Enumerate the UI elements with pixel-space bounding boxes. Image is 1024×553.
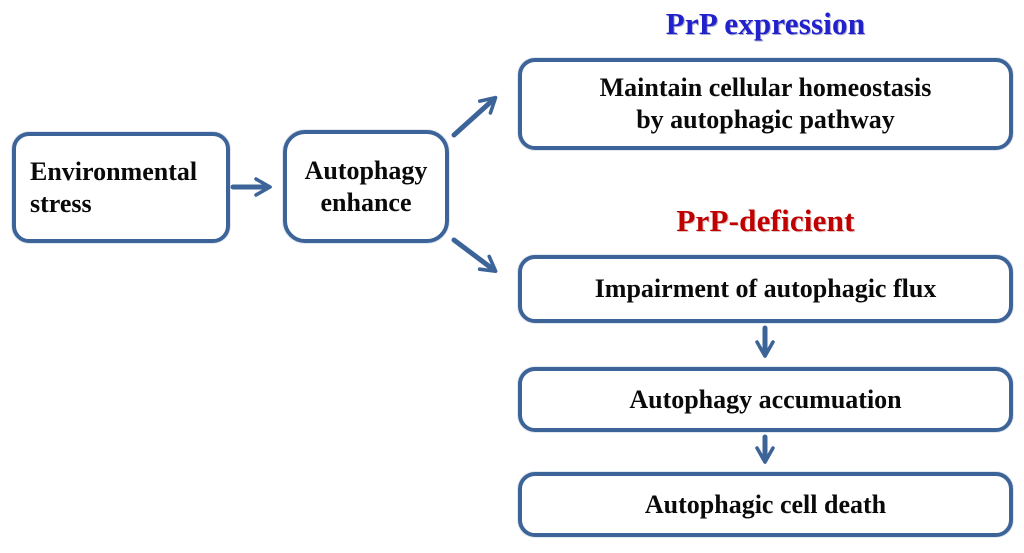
node-label-line: stress [30,188,92,218]
node-maintain-homeostasis: Maintain cellular homeostasis by autopha… [518,58,1013,150]
node-label-line: Maintain cellular homeostasis [599,73,932,103]
node-environmental-stress: Environmental stress [12,132,230,243]
node-label-line: enhance [320,187,412,217]
heading-prp-expression: PrP expression [665,6,866,41]
node-impairment-flux: Impairment of autophagic flux [518,255,1013,323]
node-label: Impairment of autophagic flux [594,274,937,304]
node-autophagic-cell-death: Autophagic cell death [518,472,1013,537]
heading-prp-deficient: PrP-deficient [676,203,855,238]
arrow-enhance-to-maintain [451,95,498,138]
node-label-line: Autophagy [304,155,428,185]
node-autophagy-enhance: Autophagy enhance [283,130,449,243]
arrow-enhance-to-impairment [451,237,498,274]
node-label-line: by autophagic pathway [636,105,895,134]
node-label-line: Environmental [30,156,198,186]
node-autophagy-accumulation: Autophagy accumuation [518,367,1013,432]
node-label: Autophagy accumuation [629,384,902,414]
node-label: Autophagic cell death [644,489,887,519]
